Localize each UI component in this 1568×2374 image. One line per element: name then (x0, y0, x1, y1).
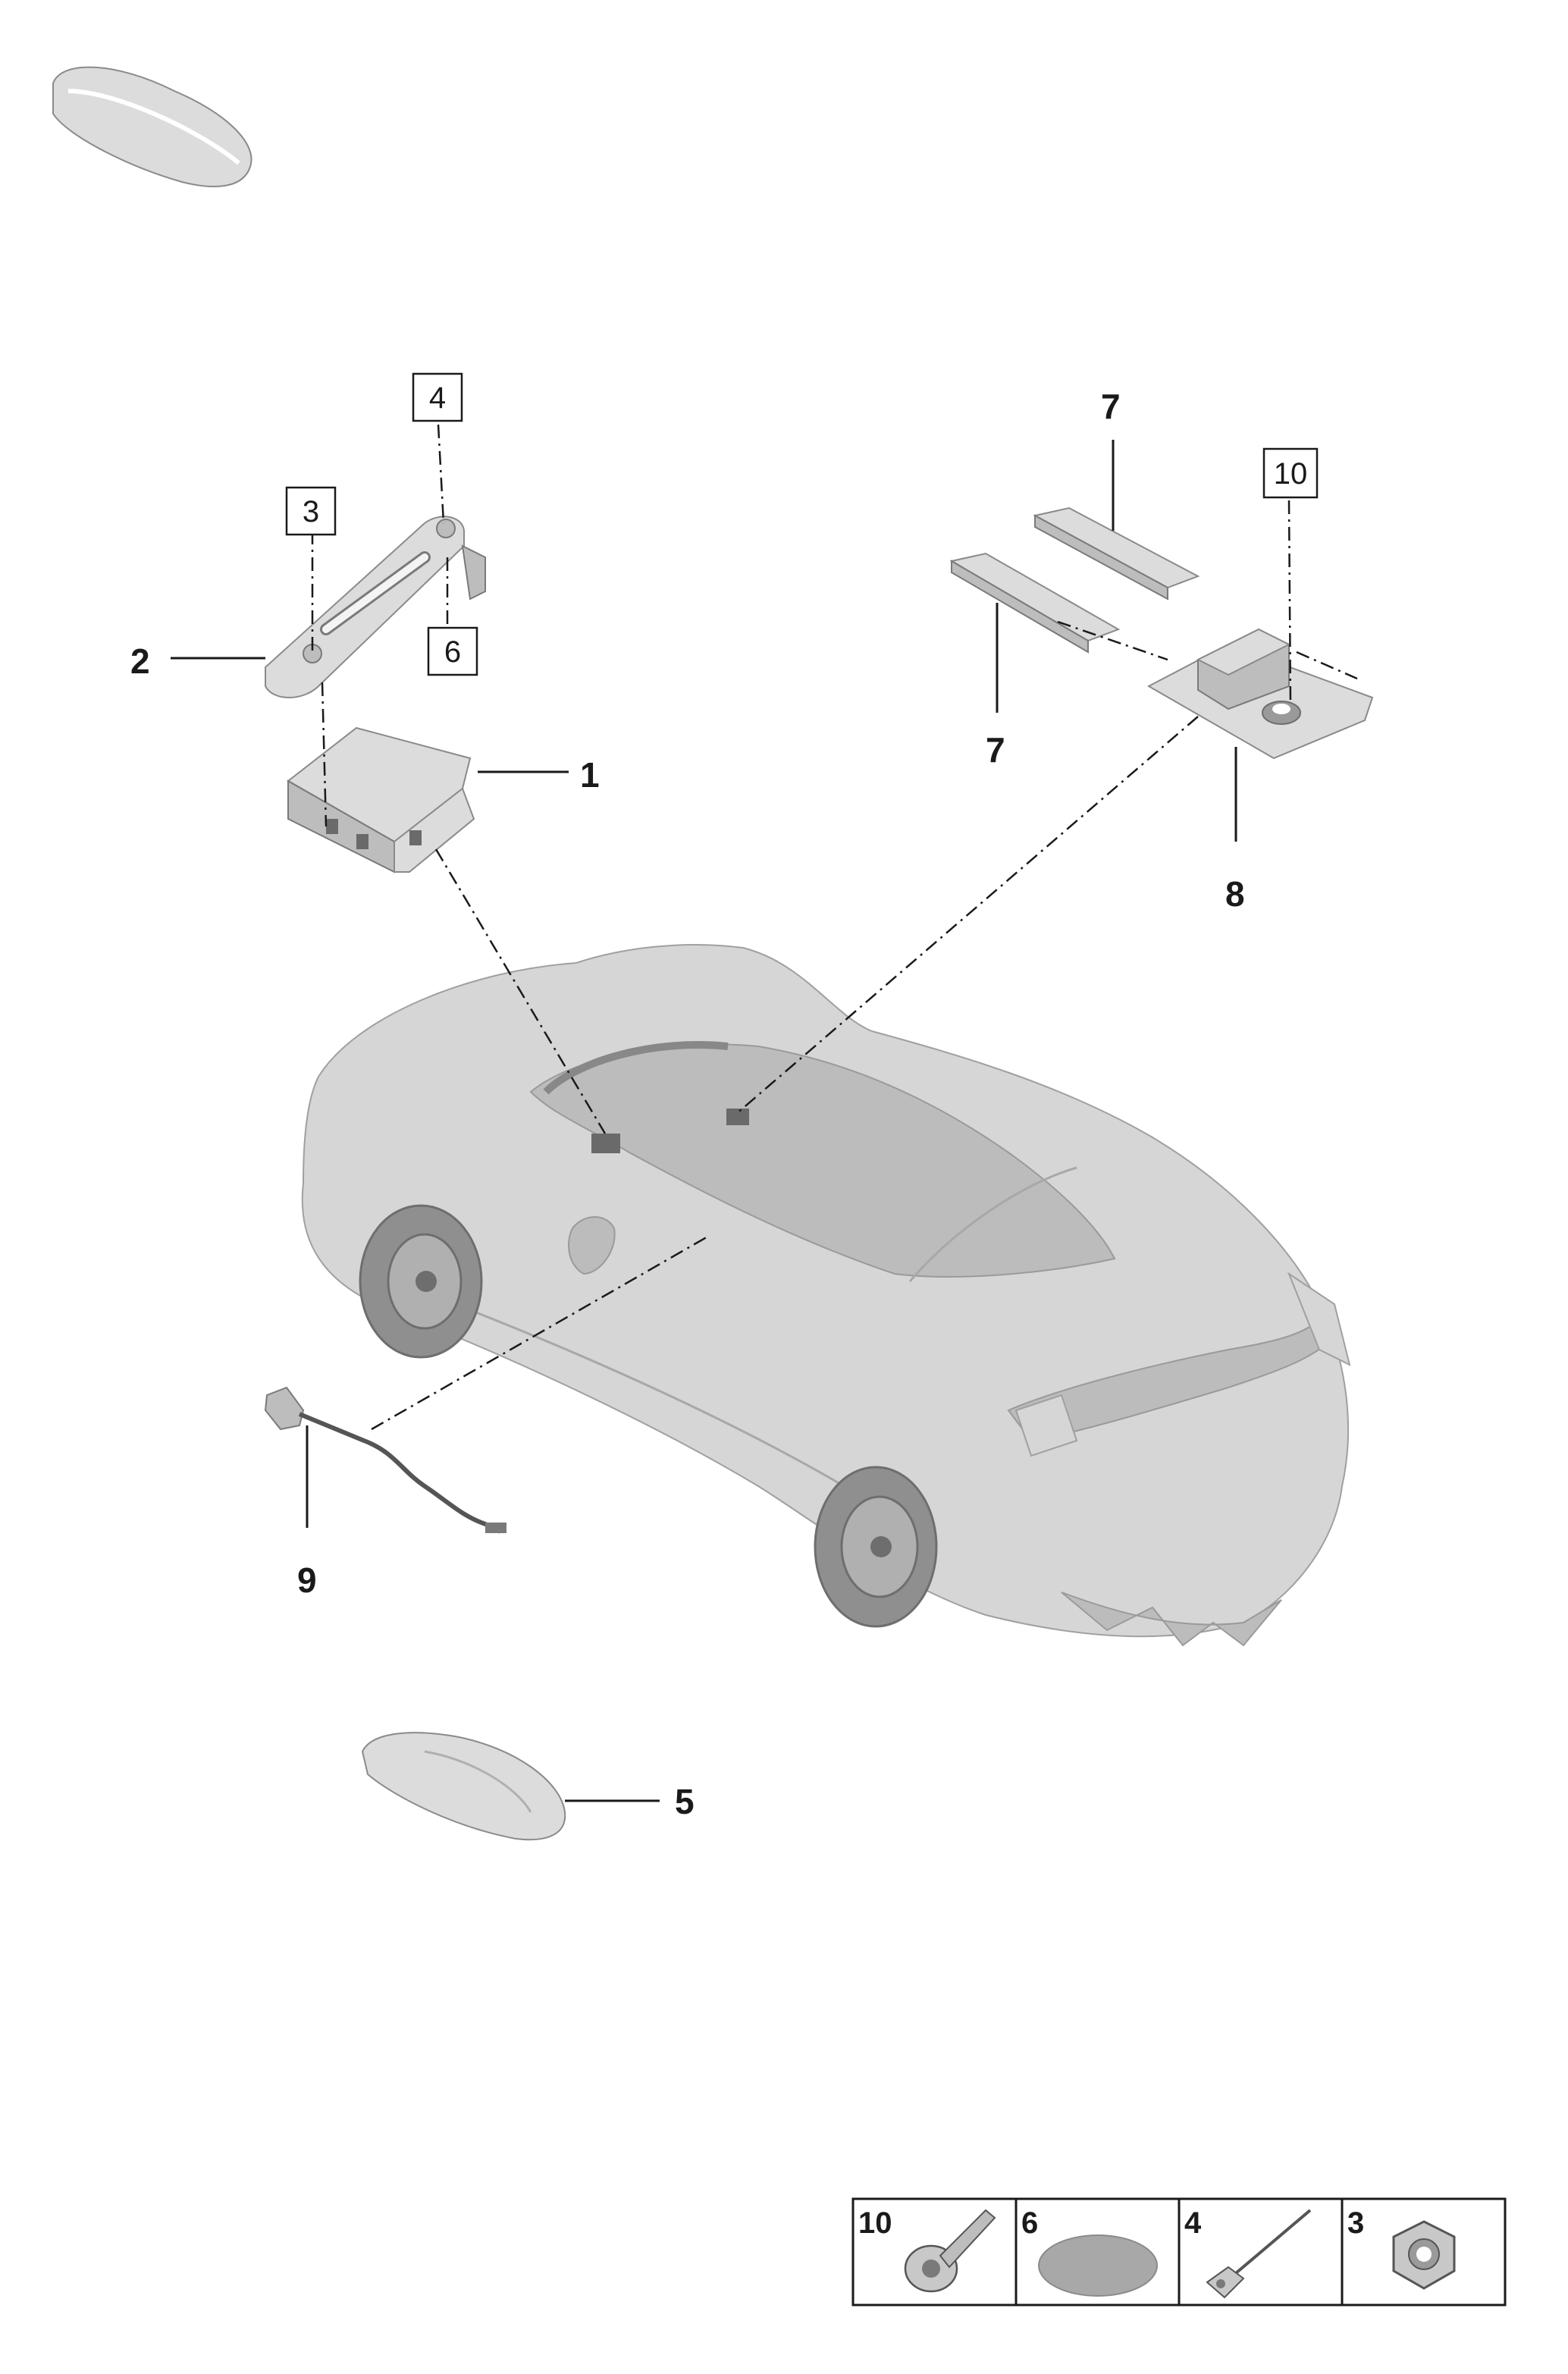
assembly-line-1-car (434, 848, 607, 1134)
screw-icon (904, 2209, 996, 2293)
boxed-ref-3: 3 (285, 486, 337, 536)
callout-1: 1 (580, 755, 600, 795)
oval-pad-icon (1038, 2234, 1158, 2297)
callout-7-upper: 7 (1101, 387, 1121, 426)
sensor-cable-part (264, 1386, 506, 1534)
assembly-line-4 (437, 424, 445, 524)
bracket-part (265, 516, 486, 698)
svg-text:10: 10 (1274, 457, 1308, 491)
callout-7-lower: 7 (986, 730, 1005, 770)
assembly-line-2-1 (321, 682, 328, 827)
callout-8: 8 (1225, 874, 1245, 914)
car-thumbnail-icon (52, 66, 252, 187)
control-module-part (287, 726, 475, 873)
callout-5: 5 (675, 1782, 695, 1821)
antenna-part-upper (1033, 506, 1200, 601)
boxed-ref-6: 6 (427, 626, 478, 676)
assembly-line-7-8b (1296, 651, 1358, 680)
rivet-icon (1206, 2209, 1312, 2299)
svg-text:3: 3 (303, 495, 319, 528)
callout-9: 9 (297, 1560, 317, 1600)
legend-num-6: 6 (1021, 2206, 1038, 2240)
callout-2: 2 (130, 641, 150, 681)
legend-num-10: 10 (858, 2206, 892, 2240)
assembly-line-8-car (735, 716, 1199, 1115)
assembly-line-9-car (371, 1234, 710, 1431)
boxed-ref-4: 4 (412, 372, 463, 422)
legend-num-4: 4 (1184, 2206, 1202, 2240)
fastener-legend: 10 6 4 3 (851, 2197, 1507, 2307)
vehicle-illustration (301, 944, 1351, 1647)
boxed-ref-10: 10 (1262, 447, 1319, 499)
assembly-line-10 (1287, 500, 1292, 706)
receiver-bracket-part (1146, 628, 1374, 760)
hex-nut-icon (1392, 2220, 1456, 2290)
svg-text:4: 4 (429, 381, 446, 415)
legend-num-3: 3 (1347, 2206, 1364, 2240)
cover-part (361, 1732, 566, 1841)
assembly-line-7-8 (1057, 620, 1168, 661)
svg-text:6: 6 (444, 635, 461, 669)
antenna-part-lower (949, 552, 1121, 654)
